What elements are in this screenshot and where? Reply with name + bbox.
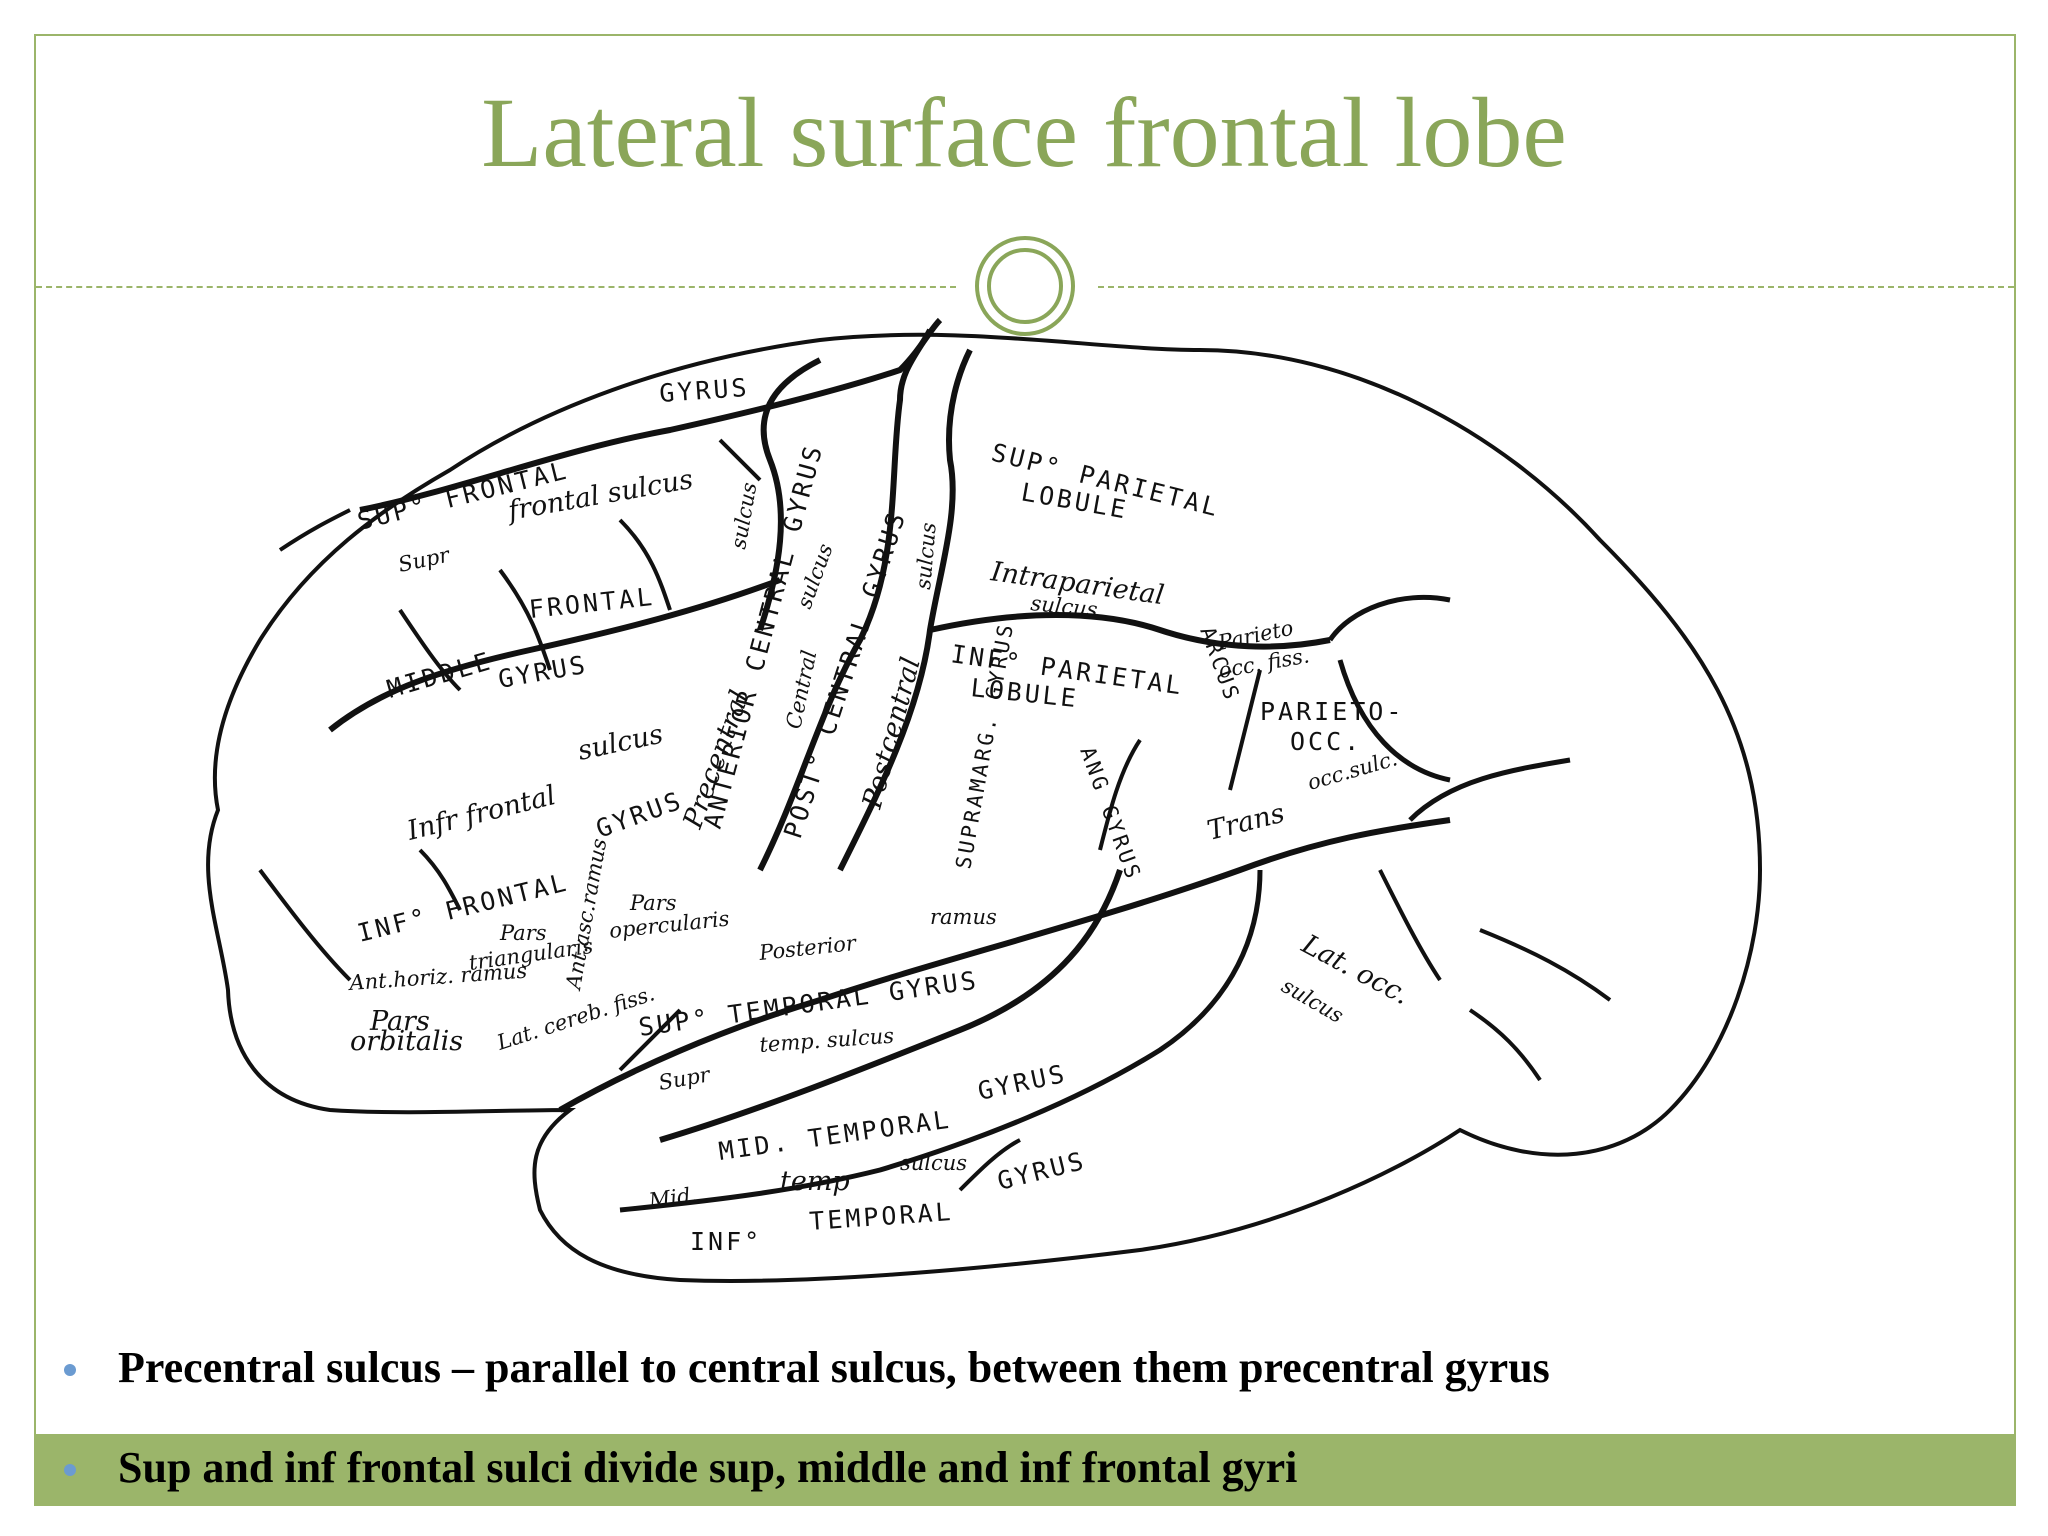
slide-title: Lateral surface frontal lobe — [481, 77, 1567, 188]
label-mid-temp-a: Mid. — [646, 1182, 698, 1213]
label-ant-asc-ramus: Ant.asc.ramus — [561, 836, 611, 992]
label-inf-temporal-c: GYRUS — [994, 1146, 1089, 1196]
label-ang-gyrus: ANG GYRUS — [1075, 744, 1146, 885]
label-supr: Supr — [396, 542, 453, 577]
intraparietal-sulcus — [929, 612, 1331, 650]
label-supr-temp-a: Supr — [657, 1062, 714, 1095]
brain-outline — [206, 332, 1763, 1283]
label-gyrus-inf: GYRUS — [592, 786, 687, 844]
brain-lateral-diagram: GYRUS SUP° FRONTAL Supr frontal sulcus M… — [200, 310, 1890, 1300]
lateral-occipital-sulcus — [1468, 928, 1612, 1082]
label-pars-orb-b: orbitalis — [350, 1026, 463, 1057]
label-infr-sulcus: sulcus — [575, 719, 666, 767]
label-parieto-occ-a: PARIETO- — [1260, 697, 1404, 726]
label-lat-cereb-fiss: Lat. cereb. fiss. — [493, 981, 657, 1055]
bullet-icon — [64, 1364, 76, 1376]
label-mid-temp-c: sulcus — [900, 1151, 967, 1175]
label-inf-temporal-b: TEMPORAL — [808, 1197, 954, 1236]
label-ant-horiz-ramus: Ant.horiz. ramus — [347, 959, 528, 996]
label-infr-frontal: Infr frontal — [403, 780, 559, 847]
transverse-occipital-sulcus — [1408, 757, 1571, 822]
bullet-item: Precentral sulcus – parallel to central … — [36, 1340, 2016, 1400]
middle-temporal-sulcus — [619, 869, 1263, 1213]
bullet-text: Sup and inf frontal sulci divide sup, mi… — [118, 1443, 1298, 1492]
bullet-icon — [64, 1464, 76, 1476]
label-pars-operc-a: Pars — [629, 891, 677, 915]
bullet-item-highlighted: Sup and inf frontal sulci divide sup, mi… — [36, 1434, 2016, 1506]
superior-temporal-sulcus — [659, 869, 1123, 1143]
precentral-sulcus — [757, 357, 822, 631]
lateral-fissure — [558, 817, 1451, 1113]
label-posterior: Posterior — [757, 931, 859, 965]
label-parieto-occ-b: OCC. — [1290, 727, 1362, 756]
label-pars-tri-a: Pars — [499, 921, 547, 945]
label-gyrus-temp: GYRUS — [975, 1059, 1069, 1106]
label-postcentral-a: Postcentral — [857, 654, 927, 813]
brain-svg: GYRUS SUP° FRONTAL Supr frontal sulcus M… — [206, 317, 1763, 1283]
title-divider-right — [1098, 286, 2014, 288]
label-frontal: FRONTAL — [528, 582, 657, 624]
bullet-text: Precentral sulcus – parallel to central … — [118, 1343, 1550, 1392]
label-mid-temp-b: temp — [780, 1166, 850, 1197]
parieto-occipital-arcus — [1327, 594, 1451, 783]
label-ramus: ramus — [930, 905, 997, 929]
label-gyrus-top: GYRUS — [658, 373, 750, 408]
divider-ring-icon — [975, 236, 1075, 336]
minor-sulci — [258, 438, 1442, 1192]
label-trans: Trans — [1204, 798, 1287, 847]
label-middle: MIDDLE — [384, 646, 496, 704]
label-supr-temp-b: temp. sulcus — [759, 1024, 895, 1057]
inferior-frontal-sulcus — [328, 577, 782, 733]
title-divider-left — [36, 286, 956, 288]
label-pars-orb-a: Pars — [369, 1006, 430, 1037]
postcentral-sulcus — [837, 348, 973, 872]
divider-ring-inner — [987, 248, 1063, 324]
central-sulcus — [757, 328, 933, 872]
label-lat-occ-b: sulcus — [1278, 974, 1348, 1028]
label-postcentral-b: sulcus — [911, 521, 941, 590]
label-pars-operc-b: opercularis — [608, 906, 731, 942]
label-precentral-sulcus-a: sulcus — [726, 480, 761, 550]
label-inf-temporal-a: INF° — [690, 1227, 762, 1256]
